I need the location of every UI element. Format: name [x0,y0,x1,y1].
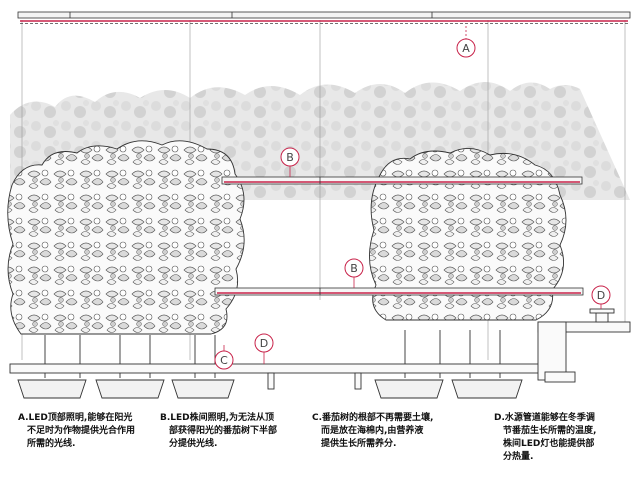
marker-d-right: D [591,285,611,305]
marker-c-label: C [220,354,228,367]
caption-c-line-1: C.番茄树的根部不再需要土壤, [312,413,434,423]
right-plant-canopy [369,148,567,321]
marker-d-left-label: D [260,337,268,350]
caption-a-line-2: 不足时为作物提供光合作用 [27,426,136,436]
caption-c-line-2: 而是放在海棉内,由营养液 [321,426,424,436]
interplant-led-lower [214,287,584,296]
caption-b-line-2: 部获得阳光的番茄树下半部 [169,426,278,436]
caption-a: A.LED顶部照明,能够在阳光 不足时为作物提供光合作用 所需的光线. [18,412,135,451]
caption-d-line-3: 株间LED灯也能提供部 [503,439,595,449]
caption-d-line-4: 分热量. [503,452,534,462]
marker-b-lower-label: B [350,262,358,275]
marker-b-upper-label: B [286,151,294,164]
marker-b-upper: B [280,147,300,167]
caption-b-line-1: B.LED株间照明,为无法从顶 [160,413,275,423]
water-pipe [9,308,631,390]
marker-a-circle [456,38,476,58]
caption-b-line-3: 分提供光线. [169,439,218,449]
top-led-bar [17,11,631,24]
caption-b: B.LED株间照明,为无法从顶 部获得阳光的番茄树下半部 分提供光线. [160,412,277,451]
marker-d-left: D [254,333,274,353]
caption-d-line-2: 节番茄生长所需的温度, [503,426,597,436]
marker-b-lower-circle [344,258,364,278]
caption-a-line-3: 所需的光线. [27,439,76,449]
marker-a-label: A [462,42,470,55]
marker-c-circle [214,350,234,370]
marker-d-left-circle [254,333,274,353]
marker-b-lower: B [344,258,364,278]
caption-d-line-1: D.水源管道能够在冬季调 [494,413,595,423]
interplant-led-upper [221,176,583,185]
planter-troughs [17,379,523,399]
caption-c: C.番茄树的根部不再需要土壤, 而是放在海棉内,由营养液 提供生长所需养分. [312,412,433,451]
marker-b-upper-circle [280,147,300,167]
caption-d: D.水源管道能够在冬季调 节番茄生长所需的温度, 株间LED灯也能提供部 分热量… [494,412,596,464]
greenhouse-diagram: A B B C D D [7,11,631,399]
marker-d-right-label: D [597,289,605,302]
caption-a-line-1: A.LED顶部照明,能够在阳光 [18,413,133,423]
marker-d-right-circle [591,285,611,305]
caption-c-line-3: 提供生长所需养分. [321,439,397,449]
marker-a: A [456,38,476,58]
marker-c: C [214,350,234,370]
left-plant-canopy [7,140,245,335]
